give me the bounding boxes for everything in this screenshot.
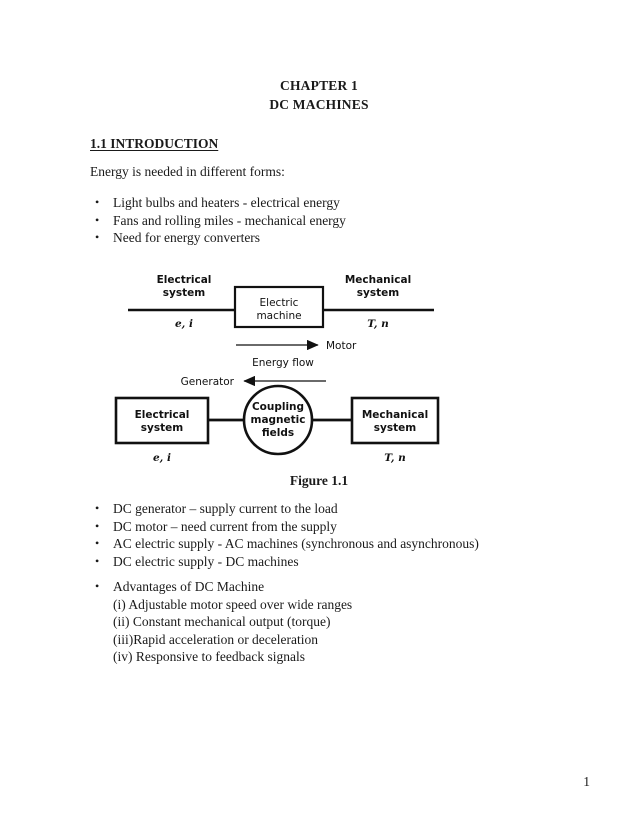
list-item-label: DC motor – need current from the supply — [113, 518, 337, 534]
electrical-system-box — [114, 396, 210, 445]
mechanical-system-line1: Mechanical — [362, 409, 428, 421]
motor-label: Motor — [326, 340, 357, 352]
bullet-icon: • — [95, 518, 100, 533]
section-title: 1.1 INTRODUCTION — [90, 136, 219, 151]
list-item-label: Fans and rolling miles - mechanical ener… — [113, 212, 346, 228]
bullet-icon: • — [95, 195, 100, 209]
energy-conversion-diagram: Electrical system e, i Electric machine … — [114, 274, 440, 464]
electrical-system-line2: system — [141, 422, 183, 434]
bullet-icon: • — [95, 212, 100, 227]
advantages-heading: Advantages of DC Machine — [113, 579, 265, 594]
advantages-item: (iii)Rapid acceleration or deceleration — [113, 631, 319, 647]
top-left-system-label-line1: Electrical — [157, 274, 212, 286]
advantages-item: (iv) Responsive to feedback signals — [113, 649, 305, 664]
list-item: • DC electric supply - DC machines — [91, 553, 479, 571]
list-item-label: Need for energy converters — [113, 230, 261, 245]
bullet-icon: • — [95, 553, 100, 568]
figure-1-1: Electrical system e, i Electric machine … — [0, 258, 638, 493]
list-item: • Light bulbs and heaters - electrical e… — [91, 194, 346, 212]
mechanical-system-line2: system — [374, 422, 416, 434]
bottom-left-symbols: e, i — [153, 452, 171, 464]
bottom-right-symbols: T, n — [384, 452, 406, 464]
bullet-icon: • — [95, 579, 100, 593]
coupling-line3: fields — [262, 427, 294, 439]
list-item: • DC motor – need current from the suppl… — [91, 518, 479, 536]
advantages-item: (i) Adjustable motor speed over wide ran… — [113, 596, 353, 612]
coupling-line1: Coupling — [252, 401, 304, 413]
chapter-label: CHAPTER 1 — [280, 78, 358, 93]
energy-forms-list: • Light bulbs and heaters - electrical e… — [91, 194, 346, 247]
mechanical-system-box — [350, 396, 440, 445]
top-left-system-label-line2: system — [163, 287, 205, 299]
figure-caption: Figure 1.1 — [289, 473, 349, 488]
electric-machine-line2: machine — [256, 310, 301, 322]
list-item-label: DC electric supply - DC machines — [113, 553, 299, 569]
advantages-item: (ii) Constant mechanical output (torque) — [113, 614, 331, 629]
top-left-symbols: e, i — [175, 318, 193, 330]
chapter-title: DC MACHINES — [269, 97, 369, 112]
advantages-list: • Advantages of DC Machine (i) Adjustabl… — [91, 578, 352, 666]
coupling-line2: magnetic — [251, 414, 306, 426]
bullet-icon: • — [95, 501, 100, 515]
list-item: • Fans and rolling miles - mechanical en… — [91, 212, 346, 230]
top-right-system-label-line1: Mechanical — [345, 274, 411, 286]
electric-machine-line1: Electric — [260, 297, 299, 309]
list-item: • AC electric supply - AC machines (sync… — [91, 535, 479, 553]
list-item-label: AC electric supply - AC machines (synchr… — [113, 536, 479, 551]
list-item: • DC generator – supply current to the l… — [91, 500, 479, 518]
chapter-heading: CHAPTER 1 DC MACHINES — [0, 76, 638, 114]
intro-paragraph: Energy is needed in different forms: — [90, 164, 285, 179]
list-item-label: DC generator – supply current to the loa… — [113, 501, 338, 516]
page-number: 1 — [583, 774, 590, 789]
top-right-system-label-line2: system — [357, 287, 399, 299]
list-item: • Advantages of DC Machine (i) Adjustabl… — [91, 578, 352, 666]
dc-machines-list: • DC generator – supply current to the l… — [91, 500, 479, 570]
electrical-system-line1: Electrical — [135, 409, 190, 421]
top-right-symbols: T, n — [367, 318, 389, 330]
bullet-icon: • — [95, 230, 100, 244]
list-item: • Need for energy converters — [91, 229, 346, 247]
bullet-icon: • — [95, 536, 100, 550]
generator-label: Generator — [181, 376, 235, 388]
list-item-label: Light bulbs and heaters - electrical ene… — [113, 195, 340, 210]
energy-flow-label: Energy flow — [252, 357, 314, 369]
electric-machine-box — [233, 285, 325, 329]
